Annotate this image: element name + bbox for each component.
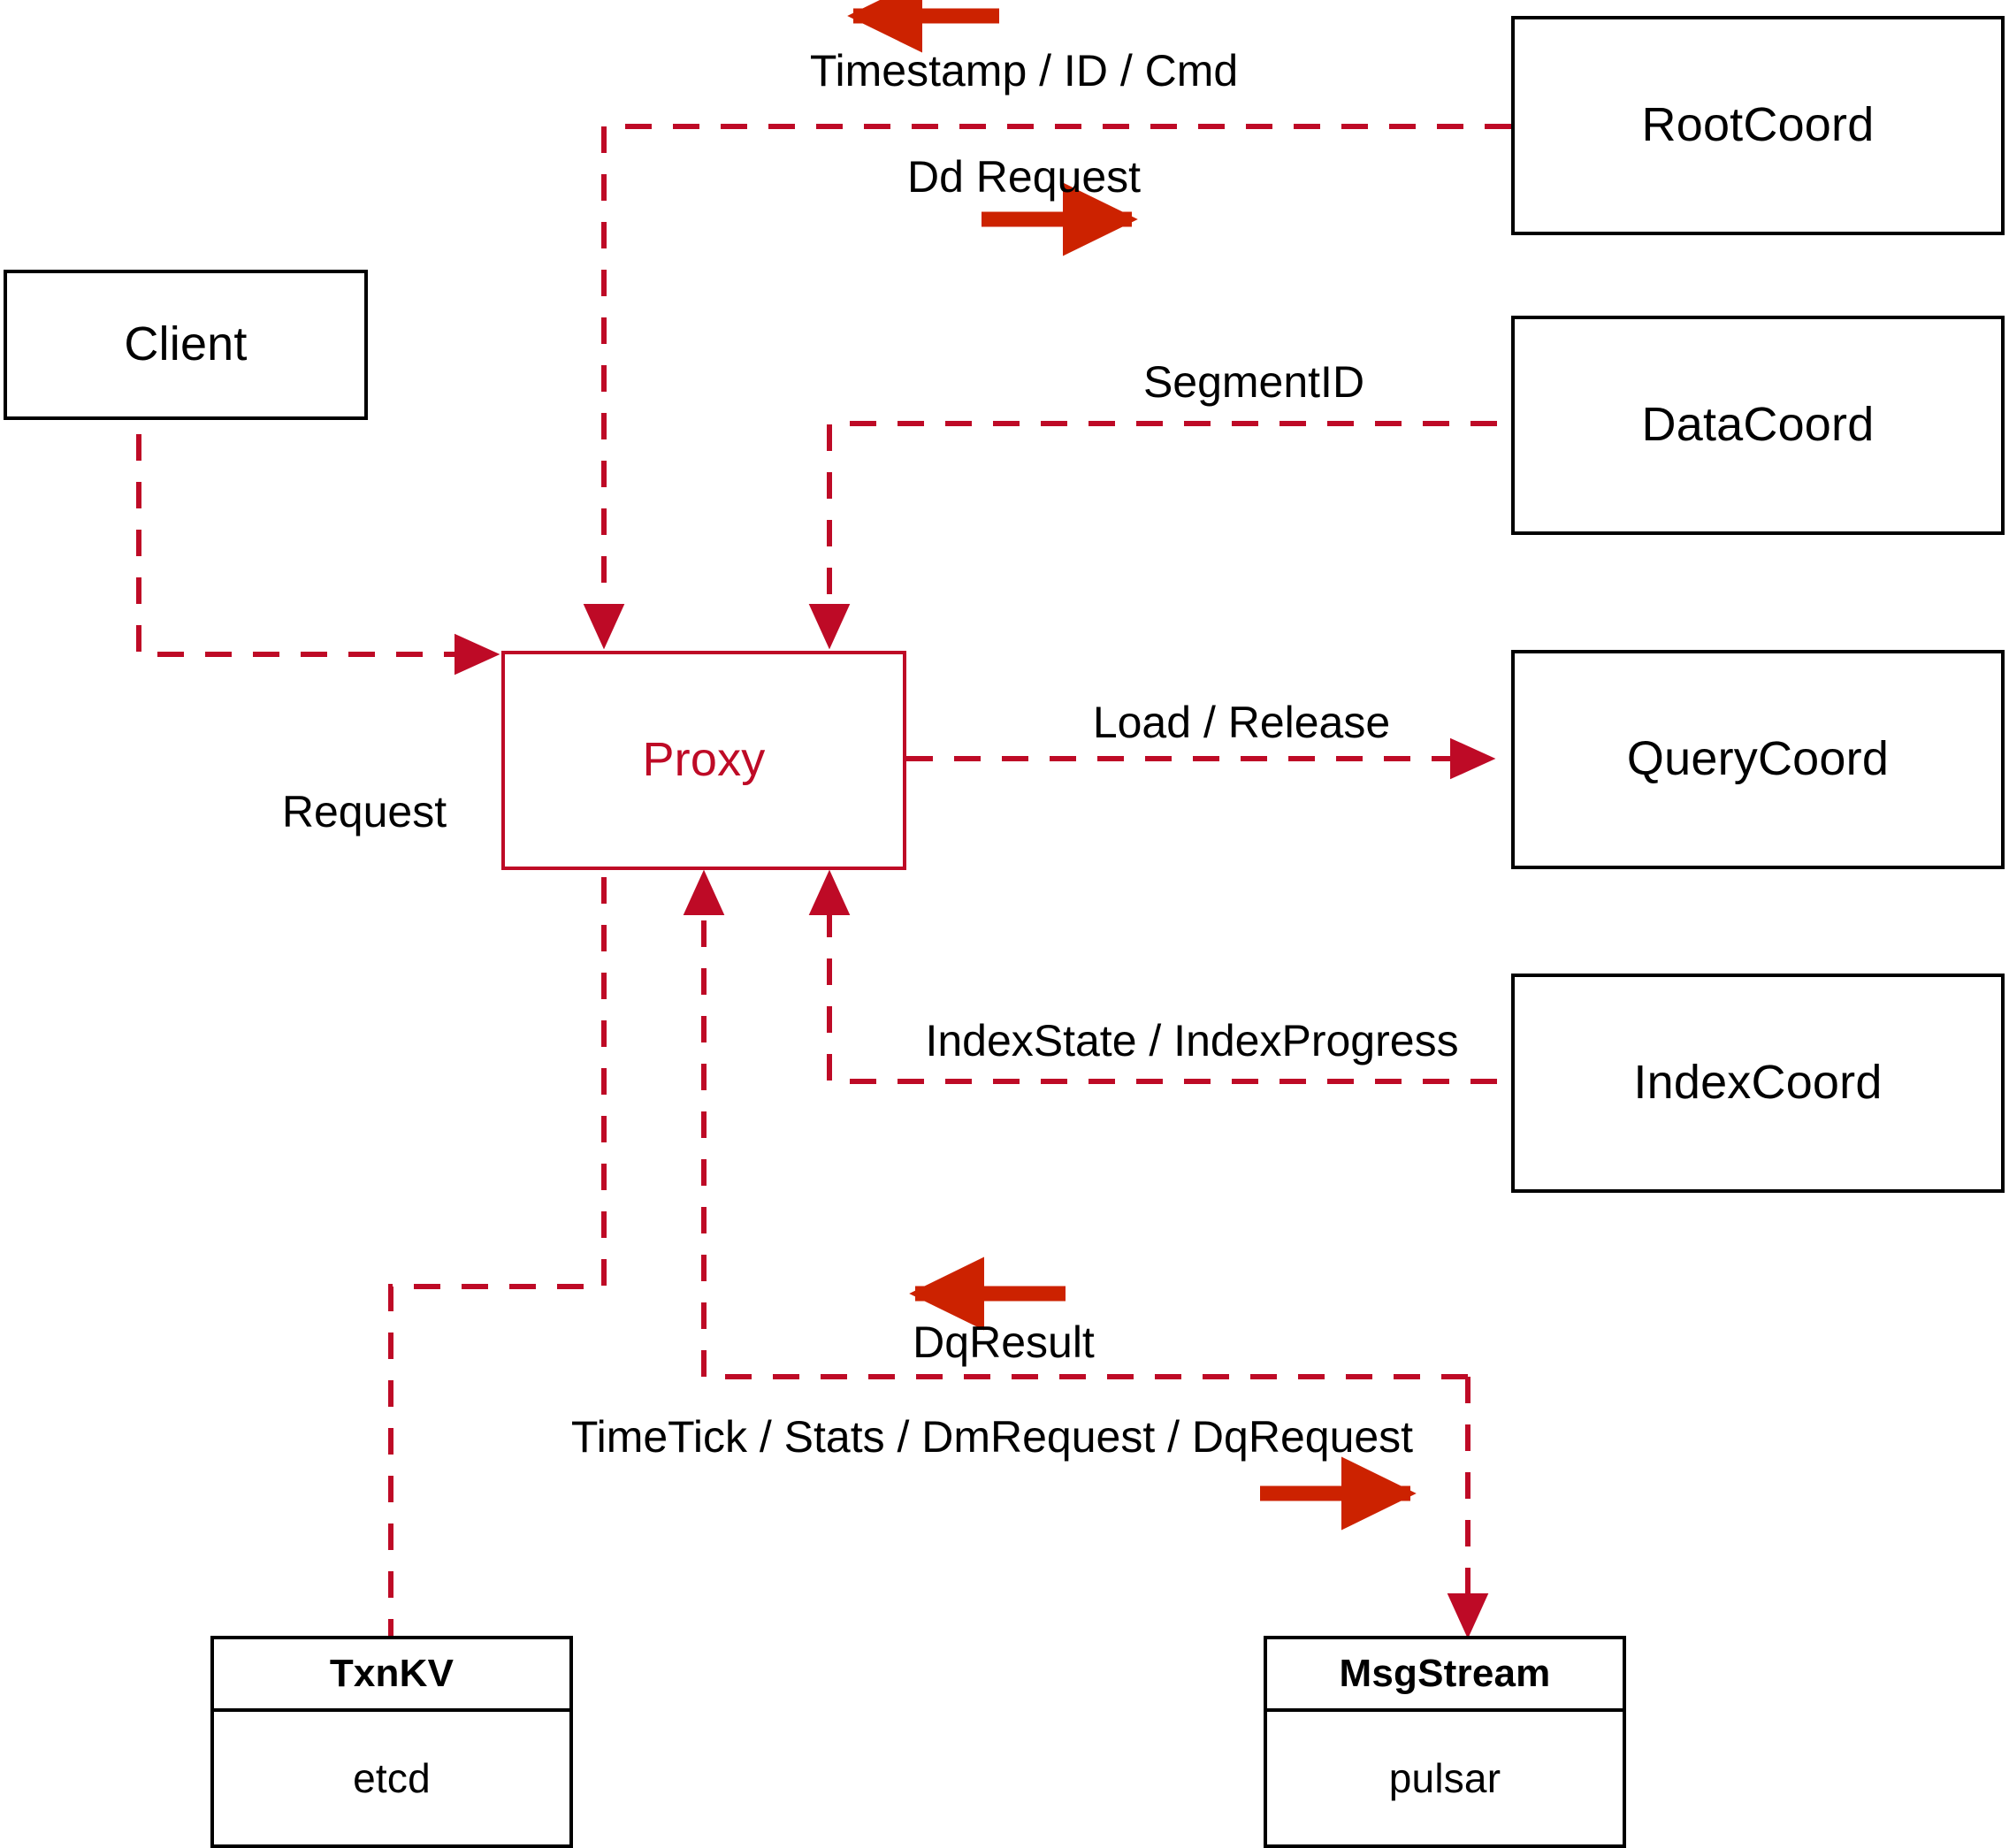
edge-datacoord-to-proxy — [808, 421, 1497, 650]
edge-rootcoord-to-proxy — [583, 124, 1511, 650]
edge-client-to-proxy — [136, 386, 500, 676]
node-msgstream-title: MsgStream — [1339, 1651, 1551, 1695]
node-datacoord[interactable]: DataCoord — [1511, 316, 2005, 535]
node-datacoord-label: DataCoord — [1641, 398, 1875, 452]
node-client[interactable]: Client — [4, 270, 368, 420]
edge-msgstream-to-proxy — [683, 869, 1468, 1379]
edge-label-time-tick: TimeTick / Stats / DmRequest / DqRequest — [570, 1411, 1414, 1462]
edge-proxy-to-txnkv — [388, 877, 607, 1636]
node-rootcoord[interactable]: RootCoord — [1511, 16, 2005, 235]
node-msgstream-body: pulsar — [1267, 1712, 1623, 1844]
node-querycoord-label: QueryCoord — [1626, 732, 1890, 786]
node-client-label: Client — [124, 317, 248, 371]
node-msgstream-header: MsgStream — [1267, 1639, 1623, 1712]
edge-label-timestamp-id-cmd: Timestamp / ID / Cmd — [809, 45, 1239, 95]
edge-label-load-release: Load / Release — [1092, 697, 1391, 747]
edge-label-dq-result: DqResult — [913, 1317, 1095, 1367]
edge-label-dd-request: Dd Request — [906, 151, 1142, 202]
edge-label-segment-id: SegmentID — [1142, 356, 1365, 407]
node-rootcoord-label: RootCoord — [1641, 98, 1875, 152]
node-txnkv[interactable]: TxnKV etcd — [210, 1636, 573, 1848]
node-indexcoord[interactable]: IndexCoord — [1511, 974, 2005, 1193]
node-querycoord[interactable]: QueryCoord — [1511, 650, 2005, 869]
node-txnkv-header: TxnKV — [214, 1639, 569, 1712]
node-indexcoord-label: IndexCoord — [1633, 1056, 1883, 1110]
node-proxy[interactable]: Proxy — [501, 651, 906, 870]
node-proxy-label: Proxy — [642, 733, 766, 787]
node-txnkv-impl: etcd — [353, 1754, 431, 1801]
node-msgstream-impl: pulsar — [1388, 1754, 1501, 1801]
edge-label-index-state: IndexState / IndexProgress — [925, 1015, 1459, 1065]
edge-label-request: Request — [281, 786, 447, 836]
node-msgstream[interactable]: MsgStream pulsar — [1264, 1636, 1626, 1848]
node-txnkv-body: etcd — [214, 1712, 569, 1844]
node-txnkv-title: TxnKV — [329, 1651, 455, 1695]
